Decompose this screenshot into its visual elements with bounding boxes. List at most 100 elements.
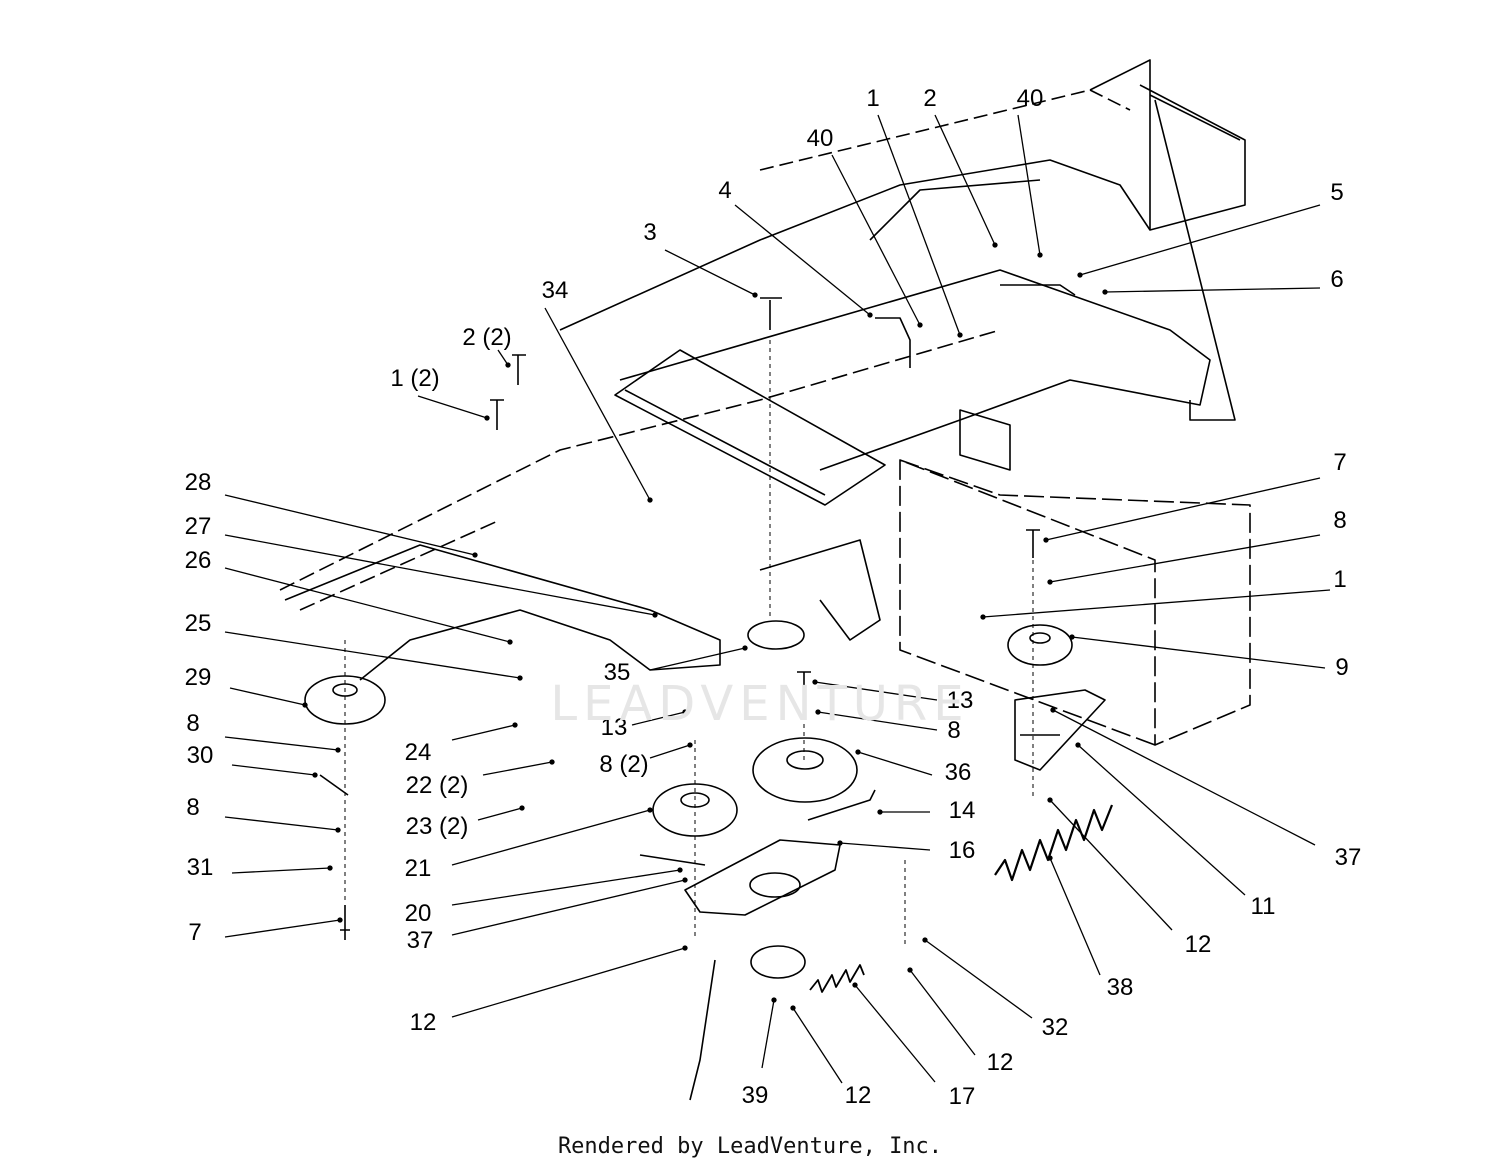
leader-dot-c5 xyxy=(1077,272,1083,278)
center-lines xyxy=(344,340,1034,945)
callout-c8a: 8 xyxy=(186,710,199,737)
frame-upper-rail-inner xyxy=(869,179,1041,241)
leader-dot-c27 xyxy=(652,612,658,618)
footer-credit: Rendered by LeadVenture, Inc. xyxy=(557,1134,943,1159)
callout-c11: 11 xyxy=(1251,893,1276,920)
callout-c30: 30 xyxy=(187,742,214,769)
leader-c6 xyxy=(1104,287,1321,293)
leader-dot-c4 xyxy=(867,312,873,318)
frame-dashed-edge xyxy=(279,329,1001,611)
callout-c7b: 7 xyxy=(1333,449,1346,476)
leader-dot-c2 xyxy=(992,242,998,248)
leader-c2x2 xyxy=(497,349,509,366)
callout-c1b: 1 xyxy=(1333,566,1346,593)
lower-frame xyxy=(284,544,721,681)
leader-c29 xyxy=(229,687,306,706)
pulley-9 xyxy=(1007,624,1073,666)
callout-c23: 23 (2) xyxy=(406,813,469,840)
bolt-1 xyxy=(490,399,504,430)
leader-dot-c31 xyxy=(327,865,333,871)
callout-c8b: 8 xyxy=(186,794,199,821)
callout-c32: 32 xyxy=(1042,1014,1069,1041)
leader-c27 xyxy=(224,534,656,616)
leader-c1b xyxy=(982,589,1331,618)
leader-dot-c20 xyxy=(677,867,683,873)
leader-dot-c14 xyxy=(877,809,883,815)
leader-c3 xyxy=(664,249,756,296)
callout-c1x2: 1 (2) xyxy=(390,365,439,392)
leader-c20 xyxy=(451,869,681,906)
bolt-3 xyxy=(760,297,782,330)
leader-dot-c2x2 xyxy=(505,362,511,368)
leader-dot-c8d xyxy=(1047,579,1053,585)
leader-c13b xyxy=(814,681,938,701)
leader-c4 xyxy=(734,204,871,316)
leader-dot-c26 xyxy=(507,639,513,645)
pulley-lower xyxy=(750,945,806,979)
frame-body xyxy=(619,269,1211,471)
leader-c35 xyxy=(649,647,746,671)
pulley-9-hub xyxy=(1029,632,1051,644)
callout-c35: 35 xyxy=(604,659,631,686)
leader-c1x2 xyxy=(417,395,488,419)
bracket-11 xyxy=(1014,689,1106,771)
leader-c8b xyxy=(224,816,339,831)
leader-dot-c35 xyxy=(742,645,748,651)
leader-c39 xyxy=(761,999,775,1069)
callout-c12d: 12 xyxy=(845,1082,872,1109)
leader-lines xyxy=(224,114,1331,1084)
leader-dot-c12c xyxy=(907,967,913,973)
callout-c17: 17 xyxy=(949,1083,976,1110)
cross-plate xyxy=(614,349,886,506)
pulley-36 xyxy=(752,737,858,803)
leader-c8c xyxy=(817,711,938,731)
leader-dot-c37b xyxy=(1050,707,1056,713)
leader-dot-c7b xyxy=(1043,537,1049,543)
leader-dot-c16 xyxy=(837,840,843,846)
leader-c37a xyxy=(451,879,686,936)
leader-dot-c1x2 xyxy=(484,415,490,421)
callout-c40a: 40 xyxy=(1017,85,1044,112)
callout-c37b: 37 xyxy=(1335,844,1362,871)
leader-c12d xyxy=(792,1007,843,1084)
leader-dot-c40b xyxy=(917,322,923,328)
leader-c11 xyxy=(1077,744,1246,896)
leader-dot-c8b xyxy=(335,827,341,833)
spring-38 xyxy=(994,804,1114,882)
leader-dot-c6 xyxy=(1102,289,1108,295)
leader-dot-c13a xyxy=(682,709,688,715)
upper-housing xyxy=(1089,59,1246,231)
bolt-7-right xyxy=(1026,529,1040,558)
watermark: LEADVENTURE xyxy=(550,676,970,732)
callout-c5: 5 xyxy=(1330,179,1343,206)
callout-c22: 22 (2) xyxy=(406,772,469,799)
leader-c12c xyxy=(909,969,976,1056)
leader-c26 xyxy=(224,567,511,643)
callout-c16: 16 xyxy=(949,837,976,864)
leader-c1 xyxy=(877,114,961,336)
callout-c12c: 12 xyxy=(987,1049,1014,1076)
leader-dot-c23 xyxy=(519,805,525,811)
link-rod-4 xyxy=(875,317,911,368)
callout-c40b: 40 xyxy=(807,125,834,152)
tension-arm-16 xyxy=(684,839,841,916)
callout-c6: 6 xyxy=(1330,266,1343,293)
callout-c2x2: 2 (2) xyxy=(462,324,511,351)
pulley-36-hub xyxy=(786,750,824,770)
leader-c8d xyxy=(1049,534,1321,583)
leader-c5 xyxy=(1079,204,1321,276)
leader-dot-c39 xyxy=(771,997,777,1003)
callout-c9: 9 xyxy=(1335,654,1348,681)
callout-c12b: 12 xyxy=(1185,931,1212,958)
leader-c25 xyxy=(224,631,521,679)
callout-c38: 38 xyxy=(1107,974,1134,1001)
leader-dot-c22 xyxy=(549,759,555,765)
leader-c13a xyxy=(631,711,686,726)
leader-c40a xyxy=(1017,114,1041,256)
leader-c7a xyxy=(224,919,341,938)
callout-c14: 14 xyxy=(949,797,976,824)
leader-c38 xyxy=(1049,857,1101,976)
leader-dot-c12a xyxy=(682,945,688,951)
leader-dot-c8x2 xyxy=(687,742,693,748)
